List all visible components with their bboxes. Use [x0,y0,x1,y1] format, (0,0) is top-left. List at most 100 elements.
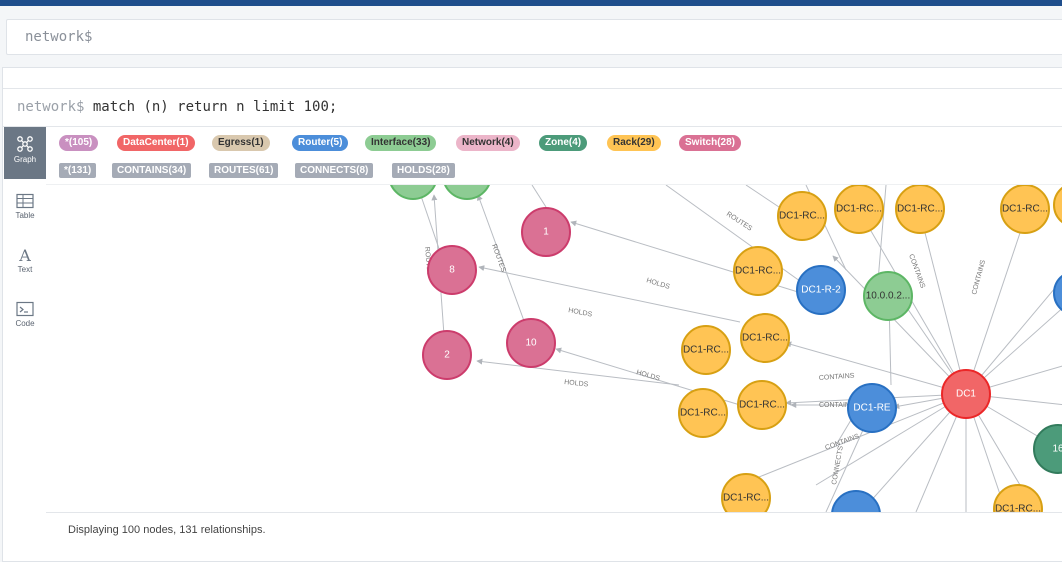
switch-node[interactable]: 1 [521,207,571,257]
edge [965,220,1026,395]
router-node-partial[interactable] [1053,271,1062,315]
top-bar [0,0,1062,6]
edge-label: CONTAINS [971,259,987,296]
legend-label-router[interactable]: Router(5) [292,135,349,151]
table-view-button[interactable]: Table [4,185,46,237]
rack-node[interactable]: DC1-RC... [895,185,945,234]
edge [832,255,967,395]
legend-rel-connects[interactable]: CONNECTS(8) [295,163,374,178]
node-label: DC1-RC... [742,333,788,344]
table-icon [16,193,34,209]
rack-node[interactable]: DC1-RC... [681,325,731,375]
edge-label: HOLDS [645,277,670,291]
rack-node[interactable]: DC1-RC... [733,246,783,296]
editor-prompt: network$ [25,29,93,45]
graph-view-label: Graph [13,155,37,164]
legend-label-all[interactable]: *(105) [59,135,99,151]
node-label: DC1-RC... [739,400,785,411]
node-label: DC1-RC... [683,345,729,356]
frame-query-prompt: network$ [17,99,85,115]
node-label: DC1-R-2 [801,285,841,296]
edge [531,185,547,208]
legend-rel-all[interactable]: *(131) [59,163,97,178]
legend-label-zone[interactable]: Zone(4) [539,135,588,151]
legend-rel-contains[interactable]: CONTAINS(34) [112,163,192,178]
datacenter-node[interactable]: DC1 [941,369,991,419]
edge-label: CONTAINS [819,373,855,382]
edge [478,265,741,323]
table-view-label: Table [15,211,35,220]
frame-query-statement: match (n) return n limit 100; [84,99,338,115]
edge [743,393,967,484]
node-label: DC1-RC... [836,204,882,215]
router-node[interactable]: DC1-RE [847,383,897,433]
edge [815,393,967,486]
edge-label: ROUTES [423,247,433,277]
code-view-label: Code [15,319,35,328]
edge-label: HOLDS [568,307,593,319]
edge [785,341,967,395]
legend-label-rack[interactable]: Rack(29) [607,135,661,151]
interface-node-partial[interactable] [389,185,437,200]
node-label: 10 [525,338,537,349]
legend-rel-holds[interactable]: HOLDS(28) [392,163,455,178]
zone-node[interactable]: 16 [1033,424,1062,474]
graph-icon [17,136,33,152]
legend-rel-routes[interactable]: ROUTES(61) [209,163,279,178]
node-label: DC1-RC... [995,504,1041,513]
code-icon [16,301,34,317]
rack-node[interactable]: DC1-RC... [737,380,787,430]
legend-label-datacenter[interactable]: DataCenter(1) [117,135,195,151]
rack-node[interactable]: DC1-RC... [993,484,1043,513]
edge [920,220,967,395]
rack-node[interactable]: DC1-RC... [834,185,884,234]
rack-node[interactable]: DC1-RC... [721,473,771,512]
switch-node[interactable]: 2 [422,330,472,380]
query-editor[interactable]: network$ [6,19,1062,55]
svg-text:A: A [18,247,31,263]
rack-node[interactable]: DC1-RC... [678,388,728,438]
graph-svg[interactable]: HOLDS HOLDS HOLDS HOLDS ROUTES ROUTES RO… [46,185,1062,512]
edge [476,358,680,386]
node-label: 1 [543,227,549,238]
legend-label-egress[interactable]: Egress(1) [212,135,270,151]
interface-node[interactable]: 10.0.0.2... [863,271,913,321]
graph-legend: *(105) DataCenter(1) Egress(1) Router(5)… [46,128,1062,185]
edge [476,194,532,341]
edge [665,185,812,290]
switch-node[interactable]: 10 [506,318,556,368]
node-label: 16 [1052,444,1062,455]
graph-canvas[interactable]: HOLDS HOLDS HOLDS HOLDS ROUTES ROUTES RO… [46,185,1062,512]
status-text: Displaying 100 nodes, 131 relationships. [68,524,266,536]
node-label: DC1-RC... [735,266,781,277]
node-label: 10.0.0.2... [866,291,910,302]
frame-query-text: network$ match (n) return n limit 100; [17,99,337,115]
edge-label: CONTAINS [819,402,855,409]
text-view-button[interactable]: A Text [4,239,46,291]
legend-label-switch[interactable]: Switch(28) [679,135,742,151]
interface-node-partial[interactable] [443,185,491,200]
edge [860,393,967,512]
view-sidebar: Graph Table A Text Code [4,127,46,547]
legend-label-network[interactable]: Network(4) [456,135,520,151]
frame-query-bar[interactable]: network$ match (n) return n limit 100; [3,88,1062,127]
status-bar: Displaying 100 nodes, 131 relationships. [46,512,1062,549]
router-node-partial[interactable] [831,490,881,512]
node-label: 8 [449,265,455,276]
router-node[interactable]: DC1-R-2 [796,265,846,315]
rack-node[interactable]: DC1-RC... [740,313,790,363]
legend-label-interface[interactable]: Interface(33) [365,135,437,151]
node-label: 2 [444,350,450,361]
rack-node[interactable]: DC1-RC... [1000,185,1050,234]
switch-node[interactable]: 8 [427,245,477,295]
text-icon: A [18,247,31,263]
edge-label: ROUTES [725,211,754,233]
node-label: DC1-RC... [779,211,825,222]
node-label: DC1-RE [853,403,891,414]
edge-label: CONNECTS [831,445,845,485]
rack-node[interactable]: DC1-RC... [777,191,827,241]
code-view-button[interactable]: Code [4,293,46,345]
node-label: DC1-RC... [680,408,726,419]
graph-view-button[interactable]: Graph [4,127,46,179]
rack-node-partial[interactable] [1053,185,1062,227]
